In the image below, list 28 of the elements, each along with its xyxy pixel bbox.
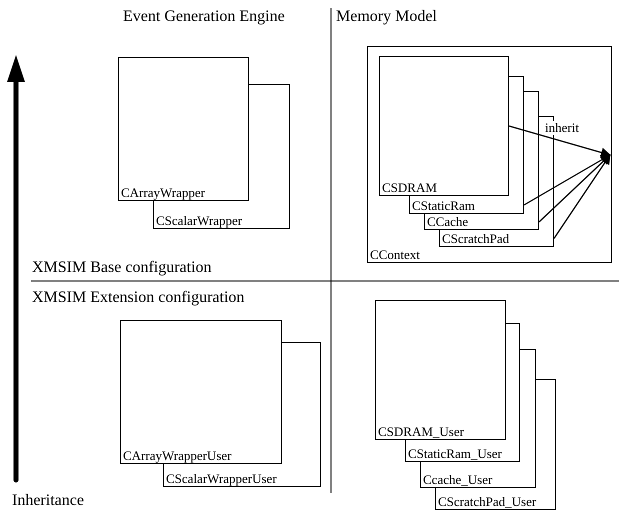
class-box: [118, 57, 249, 201]
class-name: CArrayWrapper: [121, 186, 205, 200]
edge-label: inherit: [545, 121, 579, 135]
class-name: CScratchPad: [442, 232, 510, 246]
arrow: [508, 125, 611, 158]
class-name: CSDRAM_User: [378, 425, 464, 439]
class-name: CScalarWrapper: [156, 214, 242, 228]
arrow: [553, 154, 611, 239]
class-box: [120, 320, 282, 464]
section-heading: XMSIM Base configuration: [32, 259, 212, 277]
class-name: CSDRAM: [382, 181, 437, 195]
class-name: CScalarWrapperUser: [166, 472, 277, 486]
class-box: [379, 56, 509, 196]
class-name: CStaticRam: [412, 199, 475, 213]
class-name: Ccache_User: [423, 473, 492, 487]
section-heading: Inheritance: [12, 492, 84, 510]
class-name: CContext: [370, 248, 420, 262]
class-box: [375, 300, 506, 440]
arrow: [524, 154, 611, 206]
arrow: [538, 154, 611, 222]
section-heading: Memory Model: [336, 8, 437, 26]
class-name: CStaticRam_User: [408, 447, 502, 461]
class-name: CScratchPad_User: [438, 495, 536, 509]
section-heading: Event Generation Engine: [123, 8, 285, 26]
section-heading: XMSIM Extension configuration: [32, 289, 244, 307]
class-box: [367, 46, 612, 263]
class-name: CArrayWrapperUser: [123, 449, 232, 463]
class-name: CCache: [427, 215, 468, 229]
